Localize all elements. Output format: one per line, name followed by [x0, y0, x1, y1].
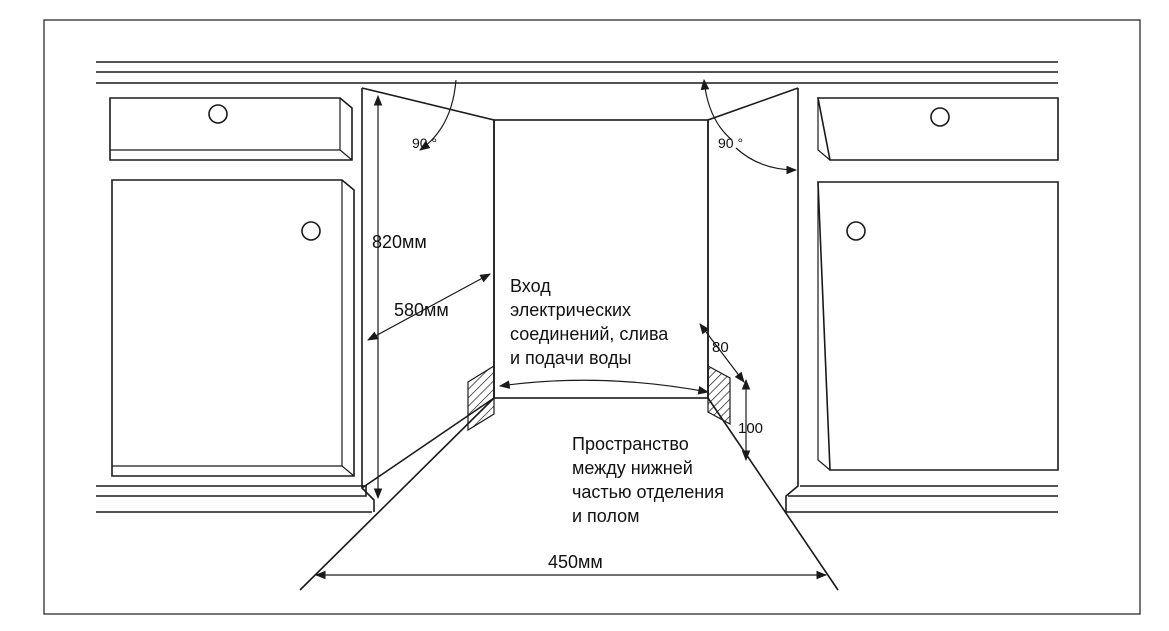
right-drawer-knob — [930, 107, 950, 127]
svg-text:и подачи воды: и подачи воды — [510, 348, 631, 368]
right-hatch-block — [707, 364, 731, 426]
height-label: 820мм — [372, 232, 427, 252]
svg-text:Пространство: Пространство — [572, 434, 689, 454]
depth-dimension — [367, 273, 491, 341]
left-drawer-knob — [208, 104, 228, 124]
gap-80-dimension — [699, 323, 745, 383]
left-cabinet — [96, 88, 375, 513]
angle-right-arc — [700, 78, 733, 141]
svg-text:электрических: электрических — [510, 300, 631, 320]
floor-space-label: Пространство между нижней частью отделен… — [572, 434, 724, 526]
outer-frame — [43, 19, 1141, 615]
width-label: 450мм — [548, 552, 603, 572]
svg-text:Вход: Вход — [510, 276, 551, 296]
inlet-label: Вход электрических соединений, слива и п… — [510, 276, 669, 368]
depth-label: 580мм — [394, 300, 449, 320]
svg-text:и полом: и полом — [572, 506, 640, 526]
niche — [299, 87, 839, 591]
inlet-pointer — [498, 379, 710, 395]
right-door-knob — [846, 221, 866, 241]
svg-text:между нижней: между нижней — [572, 458, 693, 478]
right-cabinet — [785, 88, 1059, 513]
left-door-knob — [301, 221, 321, 241]
gap-80-label: 80 — [712, 339, 729, 356]
angle-left-label: 90 ° — [412, 135, 437, 151]
svg-text:соединений, слива: соединений, слива — [510, 324, 669, 344]
angle-left-arc — [419, 79, 457, 151]
angle-right-label: 90 ° — [718, 135, 743, 151]
svg-text:частью отделения: частью отделения — [572, 482, 724, 502]
left-hatch-block — [467, 364, 495, 432]
countertop — [96, 61, 1058, 84]
gap-100-label: 100 — [738, 420, 763, 437]
